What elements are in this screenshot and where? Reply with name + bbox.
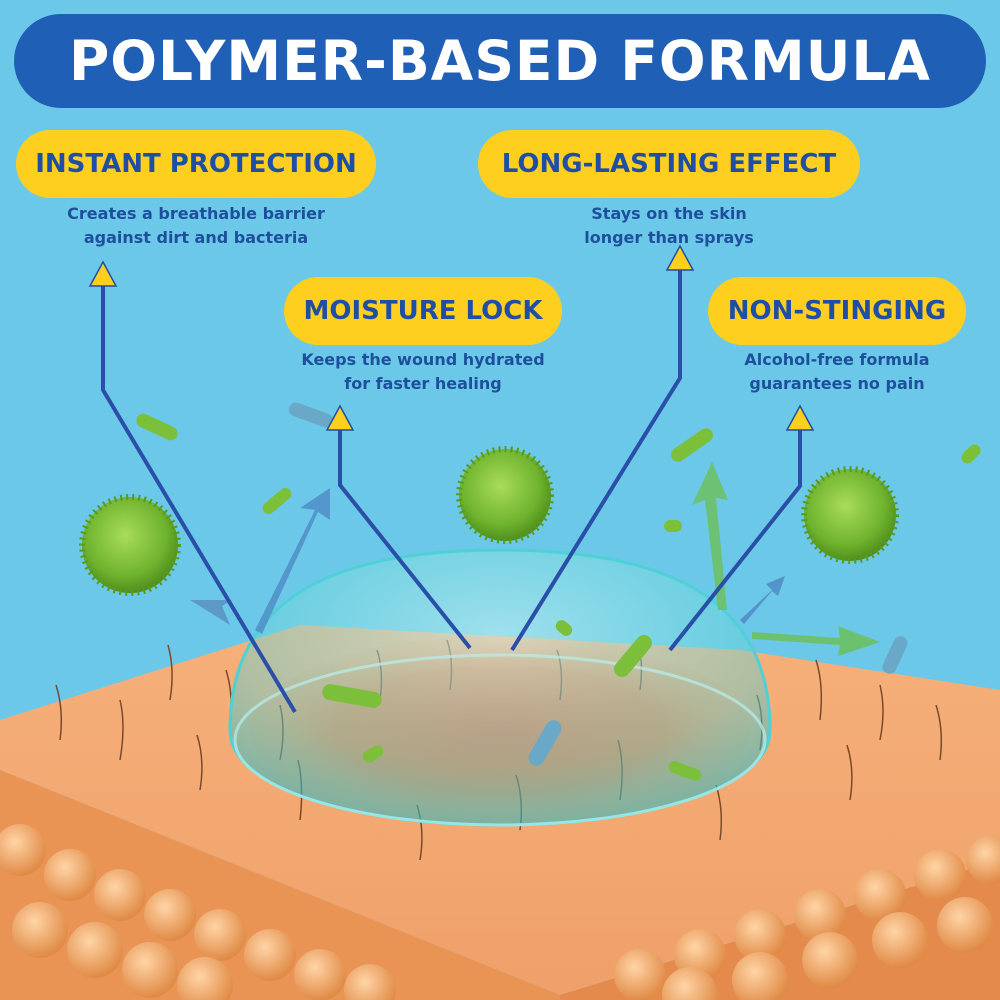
- arrowheads: [88, 244, 815, 431]
- page-title: POLYMER-BASED FORMULA: [68, 29, 931, 93]
- description-line: Stays on the skin: [591, 204, 747, 223]
- feature-description-moisture-lock: Keeps the wound hydrated for faster heal…: [284, 348, 562, 396]
- germ-right: [801, 466, 899, 564]
- feature-label: NON-STINGING: [727, 296, 947, 326]
- feature-description-instant-protection: Creates a breathable barrier against dir…: [16, 202, 376, 250]
- fat-cells: [0, 824, 1000, 1000]
- connector-long-lasting: [510, 268, 682, 652]
- arrowhead-long-lasting: [665, 244, 695, 271]
- connector-non-stinging: [668, 428, 802, 652]
- feature-label: MOISTURE LOCK: [303, 296, 543, 326]
- connector-lines: [101, 268, 802, 714]
- description-line: Alcohol-free formula: [744, 350, 930, 369]
- connector-moisture-lock: [338, 428, 472, 650]
- description-line: Keeps the wound hydrated: [301, 350, 545, 369]
- feature-label: INSTANT PROTECTION: [35, 149, 357, 179]
- connector-instant-protection: [101, 282, 297, 714]
- bacteria-germs: [79, 402, 981, 781]
- title-banner: POLYMER-BASED FORMULA: [14, 14, 986, 108]
- feature-pill-long-lasting-effect: LONG-LASTING EFFECT: [478, 130, 860, 198]
- feature-pill-moisture-lock: MOISTURE LOCK: [284, 277, 562, 345]
- feature-label: LONG-LASTING EFFECT: [501, 149, 837, 179]
- germ-center: [456, 446, 554, 544]
- feature-pill-non-stinging: NON-STINGING: [708, 277, 966, 345]
- description-line: Creates a breathable barrier: [67, 204, 325, 223]
- description-line: longer than sprays: [584, 228, 754, 247]
- feature-description-long-lasting-effect: Stays on the skin longer than sprays: [478, 202, 860, 250]
- feature-description-non-stinging: Alcohol-free formula guarantees no pain: [708, 348, 966, 396]
- motion-arrows: [190, 462, 880, 656]
- arrowhead-instant-protection: [88, 260, 118, 287]
- arrowhead-non-stinging: [785, 404, 815, 431]
- germ-left: [79, 494, 181, 596]
- arrowhead-moisture-lock: [325, 404, 355, 431]
- description-line: for faster healing: [344, 374, 502, 393]
- description-line: guarantees no pain: [749, 374, 925, 393]
- skin-left-face: [0, 770, 560, 1000]
- feature-pill-instant-protection: INSTANT PROTECTION: [16, 130, 376, 198]
- description-line: against dirt and bacteria: [83, 228, 309, 247]
- protective-dome: [228, 548, 772, 827]
